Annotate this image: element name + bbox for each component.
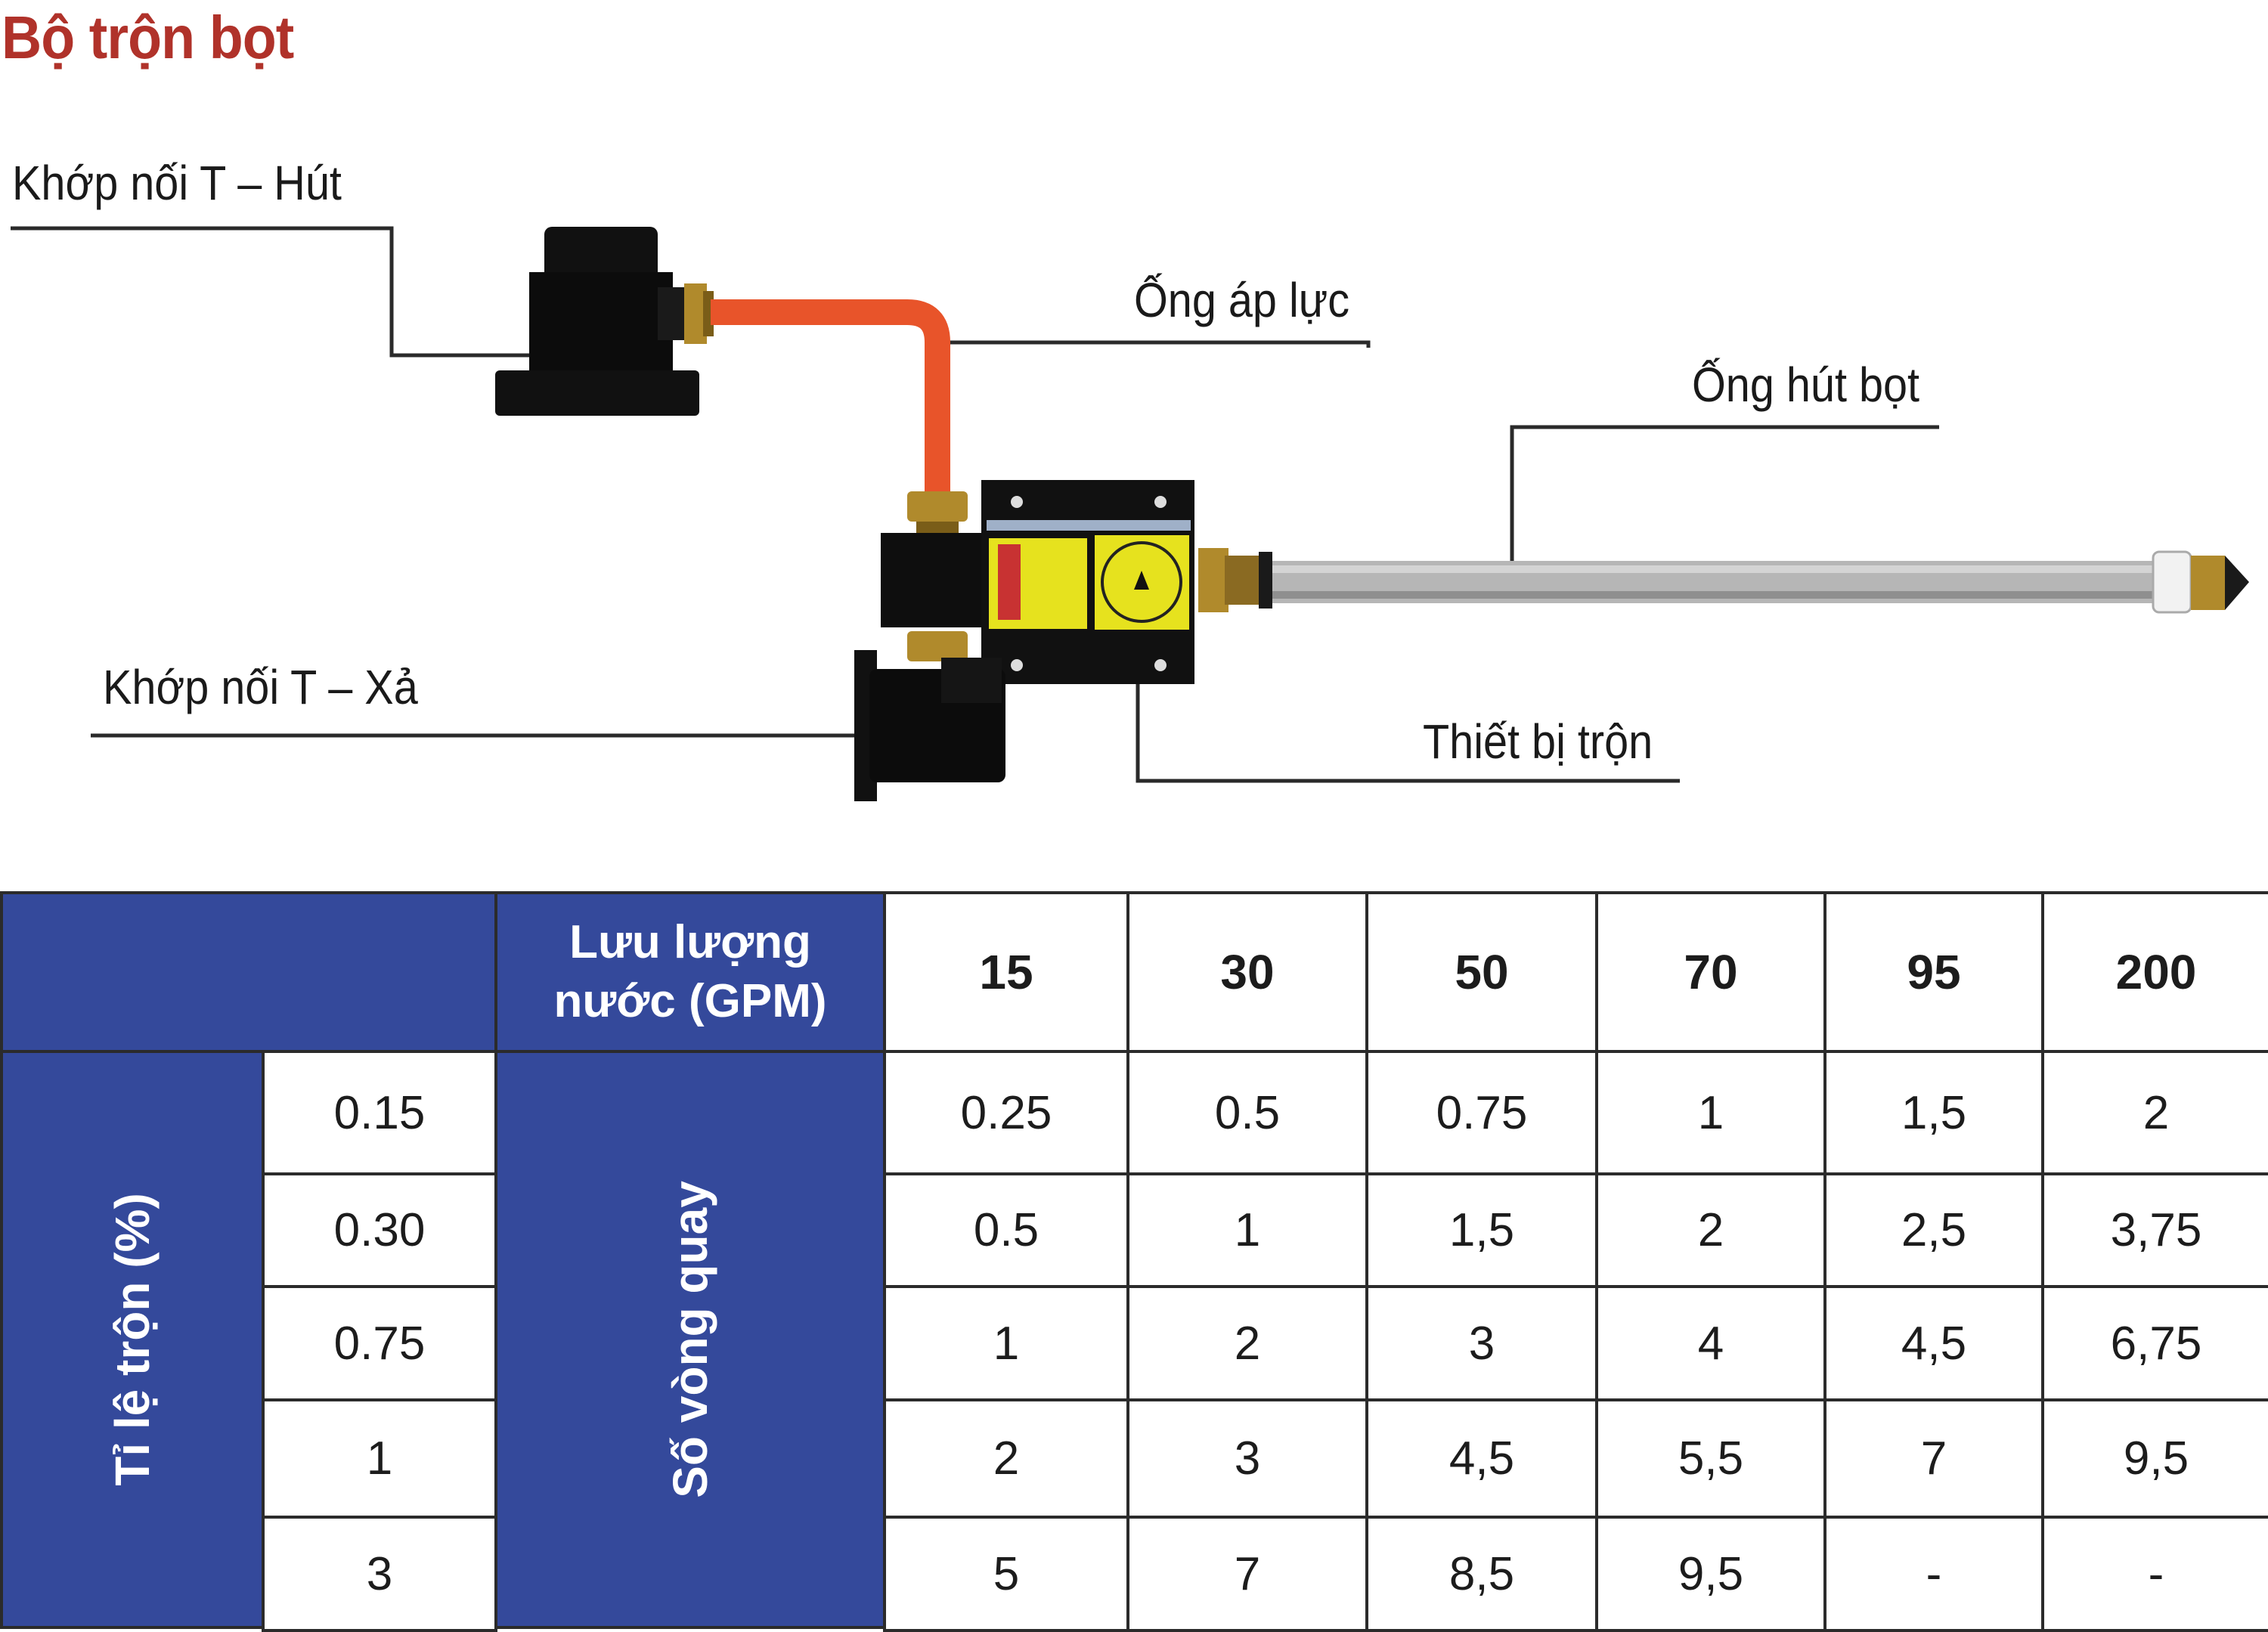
brass-fitting-top-icon [907, 491, 968, 537]
brass-fitting-bottom-icon [907, 631, 968, 661]
ratio-value-cell: 1 [262, 1398, 497, 1519]
turns-value-cell: 3 [1365, 1285, 1598, 1401]
label-t-discharge: Khớp nối T – Xả [103, 660, 418, 714]
ratio-value-cell: 0.15 [262, 1050, 497, 1175]
table-corner-cell [0, 891, 497, 1053]
ratio-value-cell: 3 [262, 1516, 497, 1632]
turns-header-text: Số vòng quay [663, 1181, 717, 1498]
flow-value-header: 70 [1595, 891, 1826, 1053]
flow-value-header: 200 [2041, 891, 2268, 1053]
label-pressure-hose: Ống áp lực [1134, 273, 1350, 327]
turns-value-cell: 0.5 [1126, 1050, 1368, 1175]
turns-value-cell: 2 [883, 1398, 1129, 1519]
flow-value-header: 15 [883, 891, 1129, 1053]
turns-value-cell: 1 [883, 1285, 1129, 1401]
flow-header-line2: nước (GPM) [553, 975, 827, 1027]
turns-value-cell: 5 [883, 1516, 1129, 1632]
turns-value-cell: 2 [2041, 1050, 2268, 1175]
t-coupler-suction-icon [495, 227, 714, 416]
turns-value-cell: 2,5 [1823, 1172, 2044, 1288]
turns-value-cell: 0.75 [1365, 1050, 1598, 1175]
flow-header-cell: Lưu lượng nước (GPM) [494, 891, 886, 1053]
turns-value-cell: - [2041, 1516, 2268, 1632]
pressure-hose-icon [711, 299, 950, 491]
ratio-value-cell: 0.75 [262, 1285, 497, 1401]
flow-value-header: 95 [1823, 891, 2044, 1053]
leader-foam-suction [1510, 425, 1939, 578]
mixer-body-icon [881, 480, 1194, 684]
turns-value-cell: 4,5 [1365, 1398, 1598, 1519]
turns-value-cell: 0.25 [883, 1050, 1129, 1175]
foam-suction-hose-icon [1198, 548, 2249, 614]
flow-header-line1: Lưu lượng [569, 916, 811, 968]
turns-value-cell: 3 [1126, 1398, 1368, 1519]
turns-value-cell: 2 [1126, 1285, 1368, 1401]
ratio-header-text: Tỉ lệ trộn (%) [105, 1193, 160, 1486]
turns-value-cell: 2 [1595, 1172, 1826, 1288]
ratio-value-cell: 0.30 [262, 1172, 497, 1288]
label-foam-suction-hose: Ống hút bọt [1692, 358, 1920, 412]
turns-value-cell: 6,75 [2041, 1285, 2268, 1401]
foam-mixer-diagram [11, 226, 2249, 801]
turns-value-cell: 7 [1823, 1398, 2044, 1519]
turns-value-cell: 9,5 [2041, 1398, 2268, 1519]
turns-value-cell: 3,75 [2041, 1172, 2268, 1288]
turns-value-cell: 8,5 [1365, 1516, 1598, 1632]
turns-value-cell: 1 [1595, 1050, 1826, 1175]
page-title: Bộ trộn bọt [2, 4, 294, 71]
turns-value-cell: 0.5 [883, 1172, 1129, 1288]
turns-value-cell: 4 [1595, 1285, 1826, 1401]
label-mixer: Thiết bị trộn [1423, 714, 1653, 769]
label-t-suction: Khớp nối T – Hút [12, 156, 342, 210]
turns-value-cell: 1 [1126, 1172, 1368, 1288]
turns-value-cell: 4,5 [1823, 1285, 2044, 1401]
ratio-header-cell: Tỉ lệ trộn (%) [0, 1050, 265, 1629]
turns-header-cell: Số vòng quay [494, 1050, 886, 1629]
leader-t-suction [11, 226, 590, 358]
t-coupler-discharge-icon [854, 650, 1005, 801]
flow-value-header: 50 [1365, 891, 1598, 1053]
turns-value-cell: 5,5 [1595, 1398, 1826, 1519]
turns-value-cell: 1,5 [1823, 1050, 2044, 1175]
turns-value-cell: 1,5 [1365, 1172, 1598, 1288]
turns-value-cell: 9,5 [1595, 1516, 1826, 1632]
turns-value-cell: 7 [1126, 1516, 1368, 1632]
flow-value-header: 30 [1126, 891, 1368, 1053]
turns-value-cell: - [1823, 1516, 2044, 1632]
